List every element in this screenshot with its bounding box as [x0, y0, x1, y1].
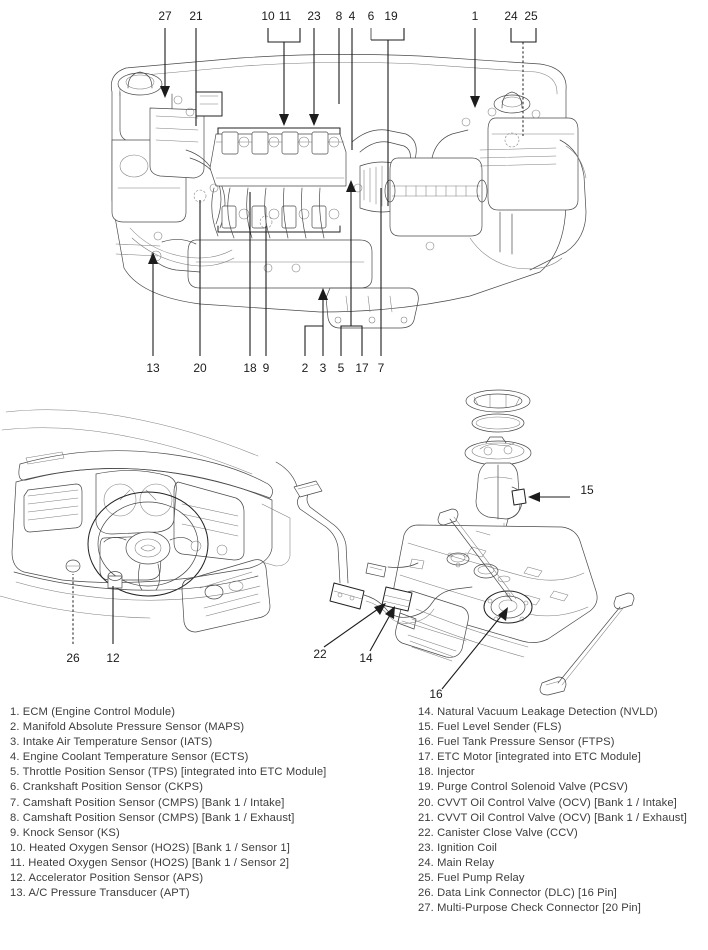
legend-item: 12. Accelerator Position Sensor (APS): [10, 872, 204, 885]
legend-item: 19. Purge Control Solenoid Valve (PCSV): [418, 781, 628, 794]
legend-item: 6. Crankshaft Position Sensor (CKPS): [10, 781, 204, 794]
callout-number: 24: [504, 9, 518, 23]
engine-bay-artwork: [110, 54, 587, 329]
callout-number: 15: [580, 483, 594, 497]
legend-item: 4. Engine Coolant Temperature Sensor (EC…: [10, 751, 249, 764]
callout-number: 10: [261, 9, 275, 23]
interior-leaders: [72, 574, 114, 644]
callout-number: 11: [279, 9, 292, 23]
callout-number: 23: [307, 9, 321, 23]
callout-number: 27: [158, 9, 172, 23]
callout-number: 5: [338, 361, 345, 375]
callout-number: 26: [66, 651, 80, 665]
legend-item: 22. Canister Close Valve (CCV): [418, 826, 578, 839]
callout-number: 17: [355, 361, 369, 375]
callout-number: 21: [189, 9, 203, 23]
callout-number: 14: [359, 651, 373, 665]
legend-item: 25. Fuel Pump Relay: [418, 872, 525, 885]
legend-item: 3. Intake Air Temperature Sensor (IATS): [10, 736, 213, 749]
legend-item: 27. Multi-Purpose Check Connector [20 Pi…: [418, 902, 641, 915]
legend-item: 24. Main Relay: [418, 856, 495, 869]
component-legend: 1. ECM (Engine Control Module) 2. Manifol…: [0, 705, 708, 950]
callout-number: 8: [336, 9, 343, 23]
legend-item: 2. Manifold Absolute Pressure Sensor (MA…: [10, 721, 245, 734]
legend-item: 7. Camshaft Position Sensor (CMPS) [Bank…: [10, 796, 285, 809]
legend-item: 9. Knock Sensor (KS): [10, 826, 120, 839]
legend-item: 20. CVVT Oil Control Valve (OCV) [Bank 1…: [418, 796, 677, 809]
engine-bay-bottom-leaders: [148, 180, 382, 356]
legend-item: 11. Heated Oxygen Sensor (HO2S) [Bank 1 …: [10, 856, 290, 869]
callout-number: 18: [243, 361, 257, 375]
callout-number: 25: [524, 9, 538, 23]
legend-item: 15. Fuel Level Sender (FLS): [418, 721, 562, 734]
fuel-tank-figure: 15 22 14 16: [290, 389, 708, 701]
legend-item: 21. CVVT Oil Control Valve (OCV) [Bank 1…: [418, 811, 687, 824]
fuel-tank-leaders: [323, 492, 570, 690]
interior-artwork: [0, 409, 299, 633]
legend-column-right: 14. Natural Vacuum Leakage Detection (NV…: [418, 705, 708, 916]
legend-item: 17. ETC Motor [integrated into ETC Modul…: [418, 751, 641, 764]
callout-number: 7: [378, 361, 385, 375]
fuel-tank-callout-labels: 15 22 14 16: [313, 483, 594, 701]
legend-column-left: 1. ECM (Engine Control Module) 2. Manifol…: [10, 705, 400, 901]
legend-item: 14. Natural Vacuum Leakage Detection (NV…: [418, 706, 658, 718]
legend-item: 13. A/C Pressure Transducer (APT): [10, 887, 190, 900]
callout-number: 12: [106, 651, 120, 665]
legend-item: 5. Throttle Position Sensor (TPS) [integ…: [10, 766, 327, 779]
callout-number: 16: [429, 687, 443, 701]
fuel-tank-artwork: [293, 389, 635, 696]
callout-number: 3: [320, 361, 327, 375]
callout-number: 4: [349, 9, 356, 23]
legend-item: 10. Heated Oxygen Sensor (HO2S) [Bank 1 …: [10, 841, 290, 854]
interior-figure: 26 12: [0, 400, 300, 690]
legend-item: 16. Fuel Tank Pressure Sensor (FTPS): [418, 736, 615, 749]
legend-item: 26. Data Link Connector (DLC) [16 Pin]: [418, 887, 617, 900]
interior-callout-labels: 26 12: [66, 651, 120, 665]
engine-bay-top-leaders: [160, 28, 537, 206]
callout-number: 9: [263, 361, 270, 375]
callout-number: 19: [384, 9, 398, 23]
legend-item: 1. ECM (Engine Control Module): [10, 706, 176, 718]
callout-number: 1: [472, 9, 479, 23]
callout-number: 13: [146, 361, 160, 375]
callout-number: 2: [302, 361, 309, 375]
callout-number: 20: [193, 361, 207, 375]
callout-number: 22: [313, 647, 327, 661]
legend-item: 18. Injector: [418, 766, 475, 779]
legend-item: 8. Camshaft Position Sensor (CMPS) [Bank…: [10, 811, 295, 824]
callout-number: 6: [368, 9, 375, 23]
legend-item: 23. Ignition Coil: [418, 841, 498, 854]
